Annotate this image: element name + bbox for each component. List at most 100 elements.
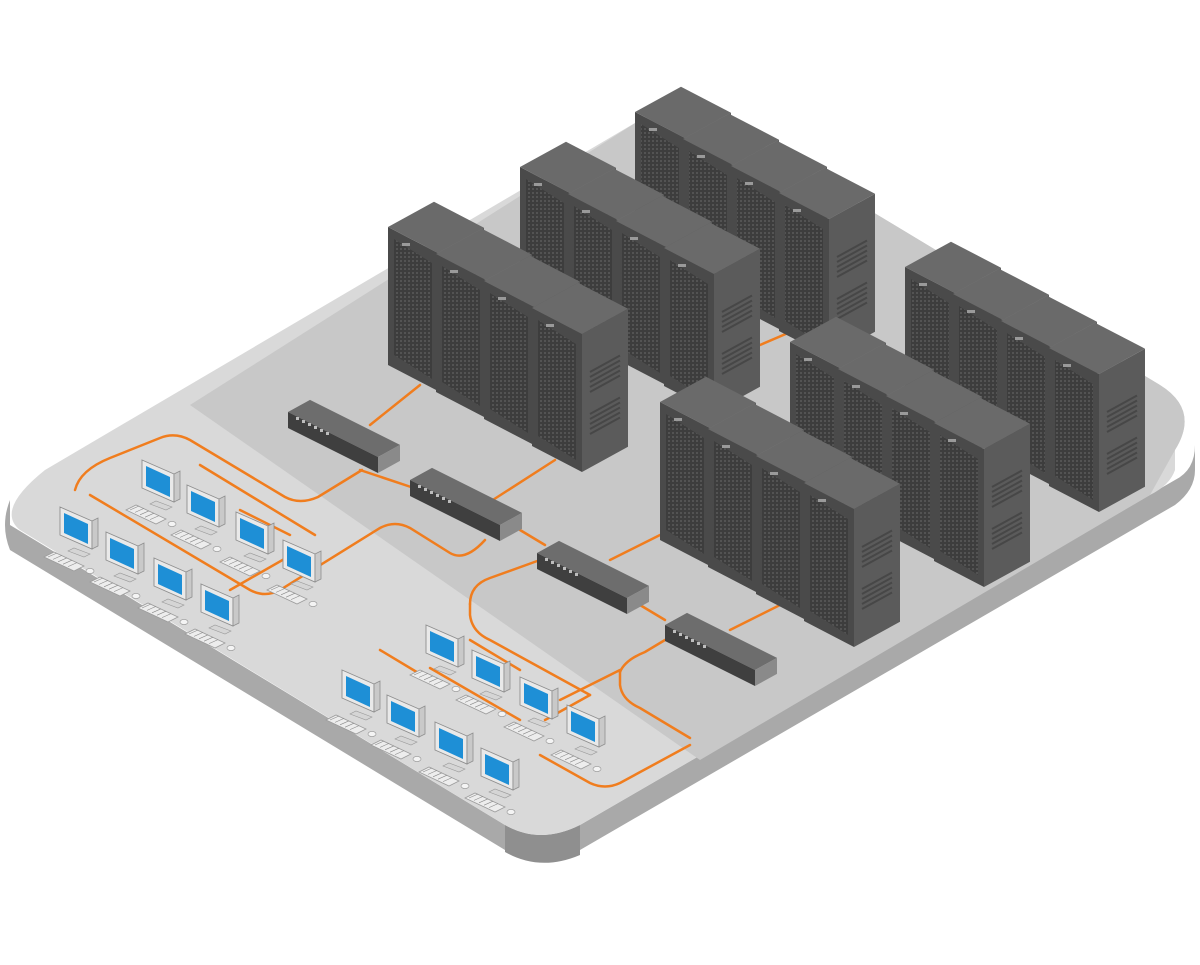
keyboard-keys <box>522 729 533 735</box>
monitor-stand <box>161 598 185 609</box>
rack-vent <box>1106 436 1138 455</box>
rack-badge <box>793 209 801 212</box>
rack-vent <box>861 534 893 553</box>
monitor-stand <box>113 572 137 583</box>
workstation <box>418 721 474 789</box>
keyboard-keys <box>275 588 286 593</box>
rack-vent <box>721 304 753 323</box>
rack-vent <box>861 591 893 610</box>
cable-16 <box>638 603 667 622</box>
keyboard-keys <box>384 745 395 751</box>
monitor-side <box>91 517 99 550</box>
cable-9 <box>538 743 692 788</box>
monitor-side <box>185 568 193 601</box>
monitor-screen <box>430 631 454 662</box>
keyboard <box>266 584 308 605</box>
keyboard-keys <box>554 750 565 756</box>
rack-badge <box>818 499 826 502</box>
rack-top <box>731 140 827 192</box>
server-rack <box>532 282 628 472</box>
keyboard-keys <box>473 796 484 801</box>
keyboard <box>464 792 506 813</box>
workstation <box>409 624 465 692</box>
switch-port <box>685 636 688 639</box>
keyboard-keys <box>517 727 528 733</box>
rack-badge <box>678 264 686 267</box>
monitor-side <box>418 705 426 738</box>
rack-badge <box>852 385 860 388</box>
switch-port <box>691 639 694 642</box>
monitor-screen <box>240 518 264 549</box>
rack-vent <box>1106 456 1138 475</box>
monitor-stand <box>442 762 466 773</box>
rack-vent <box>721 294 753 313</box>
keyboard-keys <box>564 755 575 761</box>
rack-grille <box>666 414 704 554</box>
keyboard-keys <box>574 760 585 765</box>
keyboard-keys <box>98 580 109 585</box>
keyboard <box>409 669 451 690</box>
rack-vent <box>589 401 621 420</box>
rack-vent <box>589 411 621 430</box>
rack-badge <box>630 237 638 240</box>
keyboard-keys <box>208 639 219 644</box>
keyboard-keys <box>141 603 152 609</box>
cable-25 <box>558 668 622 702</box>
rack-vent <box>861 581 893 600</box>
rack-vent <box>1106 414 1138 433</box>
switch-port <box>418 485 421 488</box>
rack-badge <box>450 270 458 273</box>
rack-grille <box>785 205 823 345</box>
rack-vent <box>589 416 621 435</box>
keyboard-keys <box>464 698 475 703</box>
keyboard-keys <box>57 557 68 563</box>
workstation <box>325 669 381 737</box>
rack-top <box>683 113 779 165</box>
keyboard-keys <box>233 562 244 568</box>
mouse <box>226 645 236 651</box>
rack-vent <box>836 254 868 273</box>
rack-vent <box>721 341 753 360</box>
rack-badge <box>967 310 975 313</box>
rack-grille <box>940 435 978 575</box>
rack-vent <box>861 586 893 605</box>
keyboard-keys <box>103 582 114 588</box>
rack-vent <box>589 369 621 388</box>
switch-port <box>430 491 433 494</box>
rack-grille <box>670 260 708 400</box>
server-rack <box>934 397 1030 587</box>
keyboard-keys <box>144 512 155 518</box>
monitor-side <box>137 542 145 575</box>
switch-port <box>679 633 682 636</box>
mouse <box>460 783 470 789</box>
monitor-side <box>457 635 465 668</box>
keyboard <box>503 721 545 742</box>
switch-port <box>436 494 439 497</box>
keyboard-keys <box>223 557 234 563</box>
cable-1 <box>73 434 364 503</box>
keyboard-keys <box>203 636 214 642</box>
workstation-cluster-upper-left <box>43 459 322 651</box>
rack-vent <box>836 291 868 310</box>
workstation <box>266 539 322 607</box>
floor-corner-shade <box>505 825 580 863</box>
keyboard-keys <box>459 695 470 701</box>
keyboard-keys <box>334 718 345 723</box>
monitor-stand <box>67 547 91 558</box>
switch-top <box>537 540 649 598</box>
keyboard-keys <box>437 774 448 780</box>
rack-grille <box>394 239 432 379</box>
rack-side <box>984 423 1030 587</box>
monitor-screen <box>524 683 548 714</box>
rack-top <box>388 201 484 253</box>
monitor-stand <box>433 665 457 676</box>
keyboard-keys <box>469 700 480 706</box>
rack-grille <box>538 320 576 460</box>
keyboard-keys <box>483 800 494 806</box>
rack-vent <box>836 244 868 263</box>
mouse <box>212 546 222 552</box>
keyboard-keys <box>422 767 433 773</box>
keyboard-keys <box>413 670 424 676</box>
rack-vent <box>861 544 893 563</box>
workstation <box>89 531 145 599</box>
